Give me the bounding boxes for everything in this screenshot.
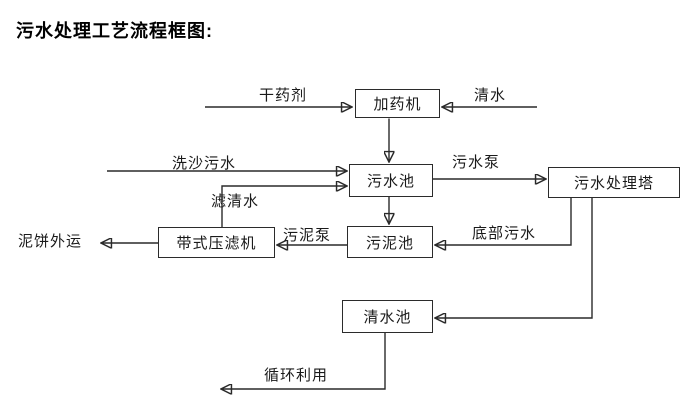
node-sewage-pool-label: 污水池 bbox=[366, 173, 415, 190]
flow-label-clean-water: 清水 bbox=[474, 87, 507, 104]
diagram-title: 污水处理工艺流程框图: bbox=[16, 21, 213, 41]
node-dosing-machine: 加药机 bbox=[355, 89, 440, 118]
node-belt-filter-press-label: 带式压滤机 bbox=[176, 235, 257, 252]
node-clean-water-pool: 清水池 bbox=[342, 300, 433, 333]
flow-label-recycle-use: 循环利用 bbox=[264, 367, 329, 384]
arrow-recycle-out bbox=[222, 333, 386, 389]
node-belt-filter-press: 带式压滤机 bbox=[158, 227, 275, 258]
node-dosing-machine-label: 加药机 bbox=[373, 96, 422, 113]
node-treatment-tower: 污水处理塔 bbox=[548, 167, 680, 198]
flow-label-sludge-pump: 污泥泵 bbox=[283, 227, 332, 244]
flow-label-dry-chemical: 干药剂 bbox=[259, 87, 308, 104]
arrow-bottom-sewage-to-sludge-pool bbox=[436, 198, 572, 245]
node-clean-water-pool-label: 清水池 bbox=[363, 309, 412, 326]
node-sludge-pool: 污泥池 bbox=[347, 226, 433, 258]
arrow-tower-to-clean-pool bbox=[436, 198, 593, 318]
node-sludge-pool-label: 污泥池 bbox=[365, 234, 414, 252]
flow-label-sand-washing-sewage: 洗沙污水 bbox=[172, 155, 237, 172]
node-sewage-pool: 污水池 bbox=[349, 164, 433, 197]
flow-label-mud-cake-out: 泥饼外运 bbox=[18, 233, 83, 250]
node-treatment-tower-label: 污水处理塔 bbox=[573, 175, 654, 192]
flow-label-bottom-sewage: 底部污水 bbox=[472, 225, 537, 242]
arrow-filtered-water-to-sewage-pool bbox=[221, 186, 346, 227]
flow-label-filtered-water: 滤清水 bbox=[211, 193, 260, 210]
flow-label-sewage-pump: 污水泵 bbox=[452, 154, 501, 171]
